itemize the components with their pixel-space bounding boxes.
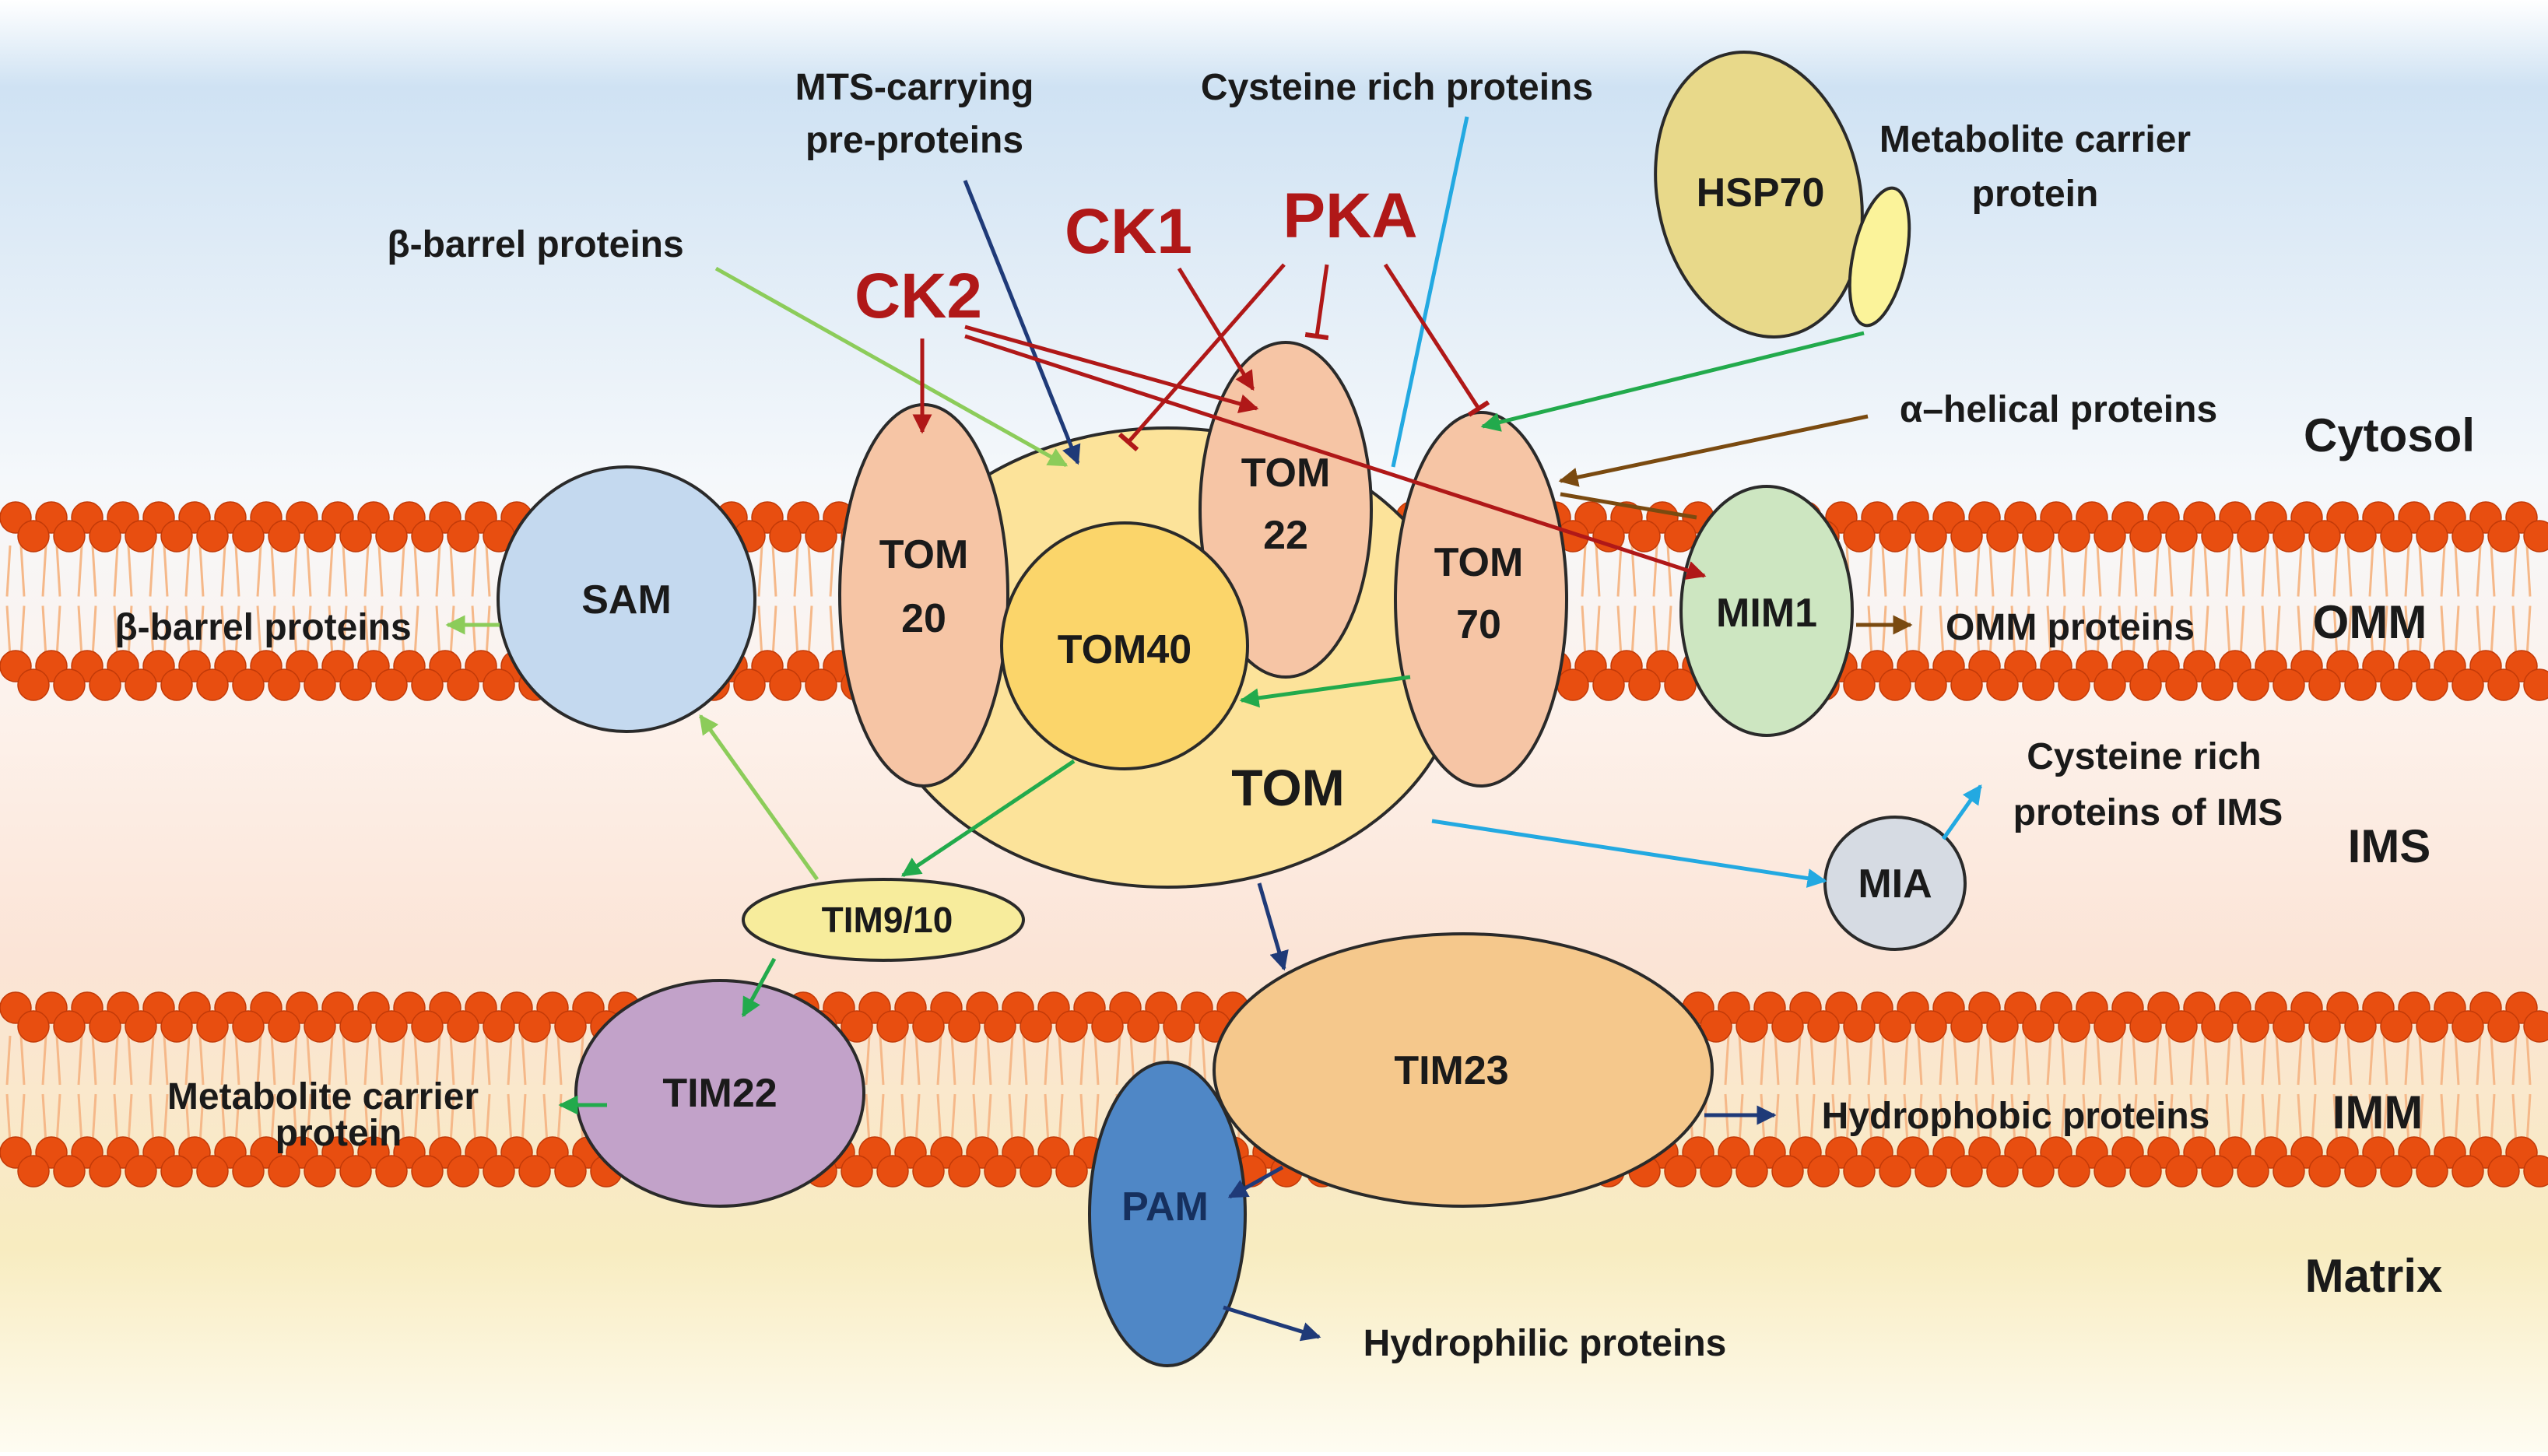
tom20-subunit[interactable] — [838, 403, 1009, 788]
tim9-10-label: TIM9/10 — [822, 900, 953, 940]
arrow-tim9-10-to-sam — [698, 714, 820, 881]
mim1-label: MIM1 — [1716, 591, 1817, 636]
hydrophobic-label: Hydrophobic proteins — [1822, 1096, 2210, 1137]
inhibit-pka-to-tom70 — [1383, 263, 1490, 417]
protein-labels: MTS-carrying pre-proteins Cysteine rich … — [114, 67, 2283, 1364]
inhibit-pka-to-tom22 — [1304, 264, 1329, 341]
metabolite-carrier-top-line2: protein — [1972, 174, 2099, 215]
region-imm: IMM — [2332, 1086, 2423, 1138]
arrow-tim9-10-to-tim22 — [741, 957, 777, 1018]
arrow-beta-barrel-to-tom — [714, 266, 1069, 468]
beta-barrel-left-label: β-barrel proteins — [114, 607, 411, 648]
region-omm: OMM — [2313, 596, 2427, 648]
region-ims: IMS — [2348, 820, 2431, 872]
arrow-mia-to-cysteine-ims — [1941, 784, 1983, 840]
arrow-pam-to-hydrophilic — [1223, 1305, 1321, 1342]
region-labels: Cytosol OMM IMS IMM Matrix — [2304, 409, 2475, 1302]
arrow-cysteine-to-tom — [1391, 116, 1469, 468]
cysteine-ims-line1: Cysteine rich — [2027, 736, 2261, 777]
arrow-alpha-helical-to-mim1 — [1558, 414, 1869, 487]
arrow-tom-to-tim23 — [1257, 882, 1289, 971]
tom22-label-line1: TOM — [1241, 451, 1331, 496]
arrow-ck2-to-mim1 — [964, 334, 1707, 580]
arrow-tim23-to-pam — [1227, 1165, 1284, 1199]
ck2-label: CK2 — [855, 261, 982, 332]
mts-label-line1: MTS-carrying — [795, 67, 1034, 108]
mim1-complex[interactable] — [1679, 485, 1854, 737]
tom70-subunit[interactable] — [1394, 411, 1568, 788]
arrow-ck2-to-tom22 — [964, 325, 1259, 413]
arrow-mts-to-tom — [963, 180, 1081, 465]
arrow-ck1-to-tom22 — [1177, 267, 1255, 391]
tom20-label-line1: TOM — [879, 532, 969, 577]
tom40-label: TOM40 — [1058, 627, 1192, 672]
complexes — [497, 33, 1967, 1367]
tim22-label: TIM22 — [662, 1071, 777, 1116]
tom-complex — [838, 341, 1568, 889]
complex-labels: TOM TOM40 TOM 20 TOM 22 TOM 70 SAM MIM1 … — [581, 170, 1932, 1230]
hsp70-label: HSP70 — [1697, 170, 1825, 216]
hsp70-chaperone[interactable] — [1630, 33, 1887, 356]
cysteine-ims-line2: proteins of IMS — [2013, 792, 2283, 833]
cysteine-rich-label: Cysteine rich proteins — [1201, 67, 1593, 108]
sam-complex[interactable] — [497, 465, 756, 733]
arrows — [445, 116, 1983, 1342]
sam-label: SAM — [581, 577, 672, 623]
inhibit-pka-to-tom40 — [1118, 263, 1286, 452]
beta-barrel-top-label: β-barrel proteins — [387, 224, 683, 265]
metabolite-carrier-bottom-line2: protein — [276, 1113, 402, 1154]
alpha-helical-label: α–helical proteins — [1900, 389, 2217, 430]
tom70-label-line2: 70 — [1456, 602, 1501, 647]
ck1-label: CK1 — [1065, 196, 1192, 267]
pka-label: PKA — [1283, 181, 1417, 251]
hydrophilic-label: Hydrophilic proteins — [1363, 1323, 1727, 1364]
mia-label: MIA — [1858, 861, 1932, 907]
region-cytosol: Cytosol — [2304, 409, 2475, 461]
tom40-channel[interactable] — [1000, 521, 1249, 770]
metabolite-carrier-bottom-line1: Metabolite carrier — [167, 1076, 479, 1117]
line-alpha-helical-to-mim1 — [1560, 492, 1697, 520]
tom-label: TOM — [1231, 759, 1344, 816]
tom20-label-line2: 20 — [901, 596, 946, 641]
arrow-tom70-to-tom40 — [1239, 675, 1411, 708]
mts-label-line2: pre-proteins — [805, 120, 1023, 161]
tim22-complex[interactable] — [574, 979, 865, 1208]
region-matrix: Matrix — [2305, 1250, 2443, 1302]
tom70-label-line1: TOM — [1434, 540, 1524, 585]
metabolite-carrier-cargo — [1848, 186, 1911, 328]
metabolite-carrier-top-line1: Metabolite carrier — [1879, 119, 2191, 160]
pam-complex[interactable] — [1088, 1061, 1247, 1367]
tim23-complex[interactable] — [1213, 932, 1714, 1208]
arrow-tom-to-mia — [1431, 819, 1827, 888]
tim23-label: TIM23 — [1394, 1048, 1508, 1093]
tom22-label-line2: 22 — [1263, 513, 1308, 558]
tim9-10-complex[interactable] — [742, 878, 1025, 962]
kinase-labels: CK2 CK1 PKA — [855, 181, 1418, 332]
arrow-tom40-to-tim9-10 — [900, 759, 1076, 878]
arrow-hsp70-to-tom70 — [1480, 331, 1865, 432]
omm-proteins-label: OMM proteins — [1946, 607, 2195, 648]
pam-label: PAM — [1121, 1184, 1209, 1230]
